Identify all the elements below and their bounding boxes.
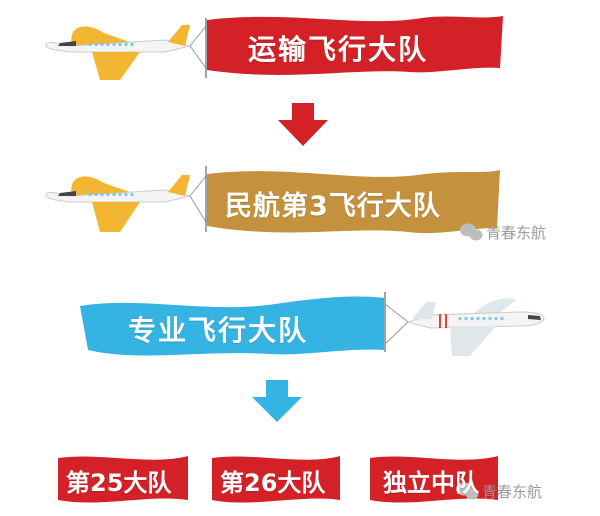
plane-1-icon [45,25,191,80]
plane-3-icon [406,298,545,356]
tow-line-1 [189,18,207,78]
tow-line-3 [384,292,409,352]
unit-tag-2 [212,456,340,503]
unit-1-label: 第25大队 [66,469,172,497]
banner-3 [80,296,384,356]
down-arrow-1 [278,103,328,146]
banner-2 [207,170,500,234]
tow-line-2 [189,166,207,232]
banner-2-label: 民航第3飞行大队 [225,191,441,222]
unit-tag-1 [58,456,188,503]
banner-1-label: 运输飞行大队 [248,33,429,66]
unit-3-label: 独立中队 [383,469,479,497]
unit-2-label: 第26大队 [220,469,326,497]
down-arrow-2 [252,380,302,422]
wechat-logo-icon-2 [456,482,479,500]
banner-1 [207,16,503,75]
watermark-text: 青春东航 [486,224,547,242]
banner-3-label: 专业飞行大队 [128,314,309,347]
plane-2-icon [45,175,191,232]
watermark-text-2: 青春东航 [482,483,543,501]
wechat-logo-icon [460,223,483,241]
